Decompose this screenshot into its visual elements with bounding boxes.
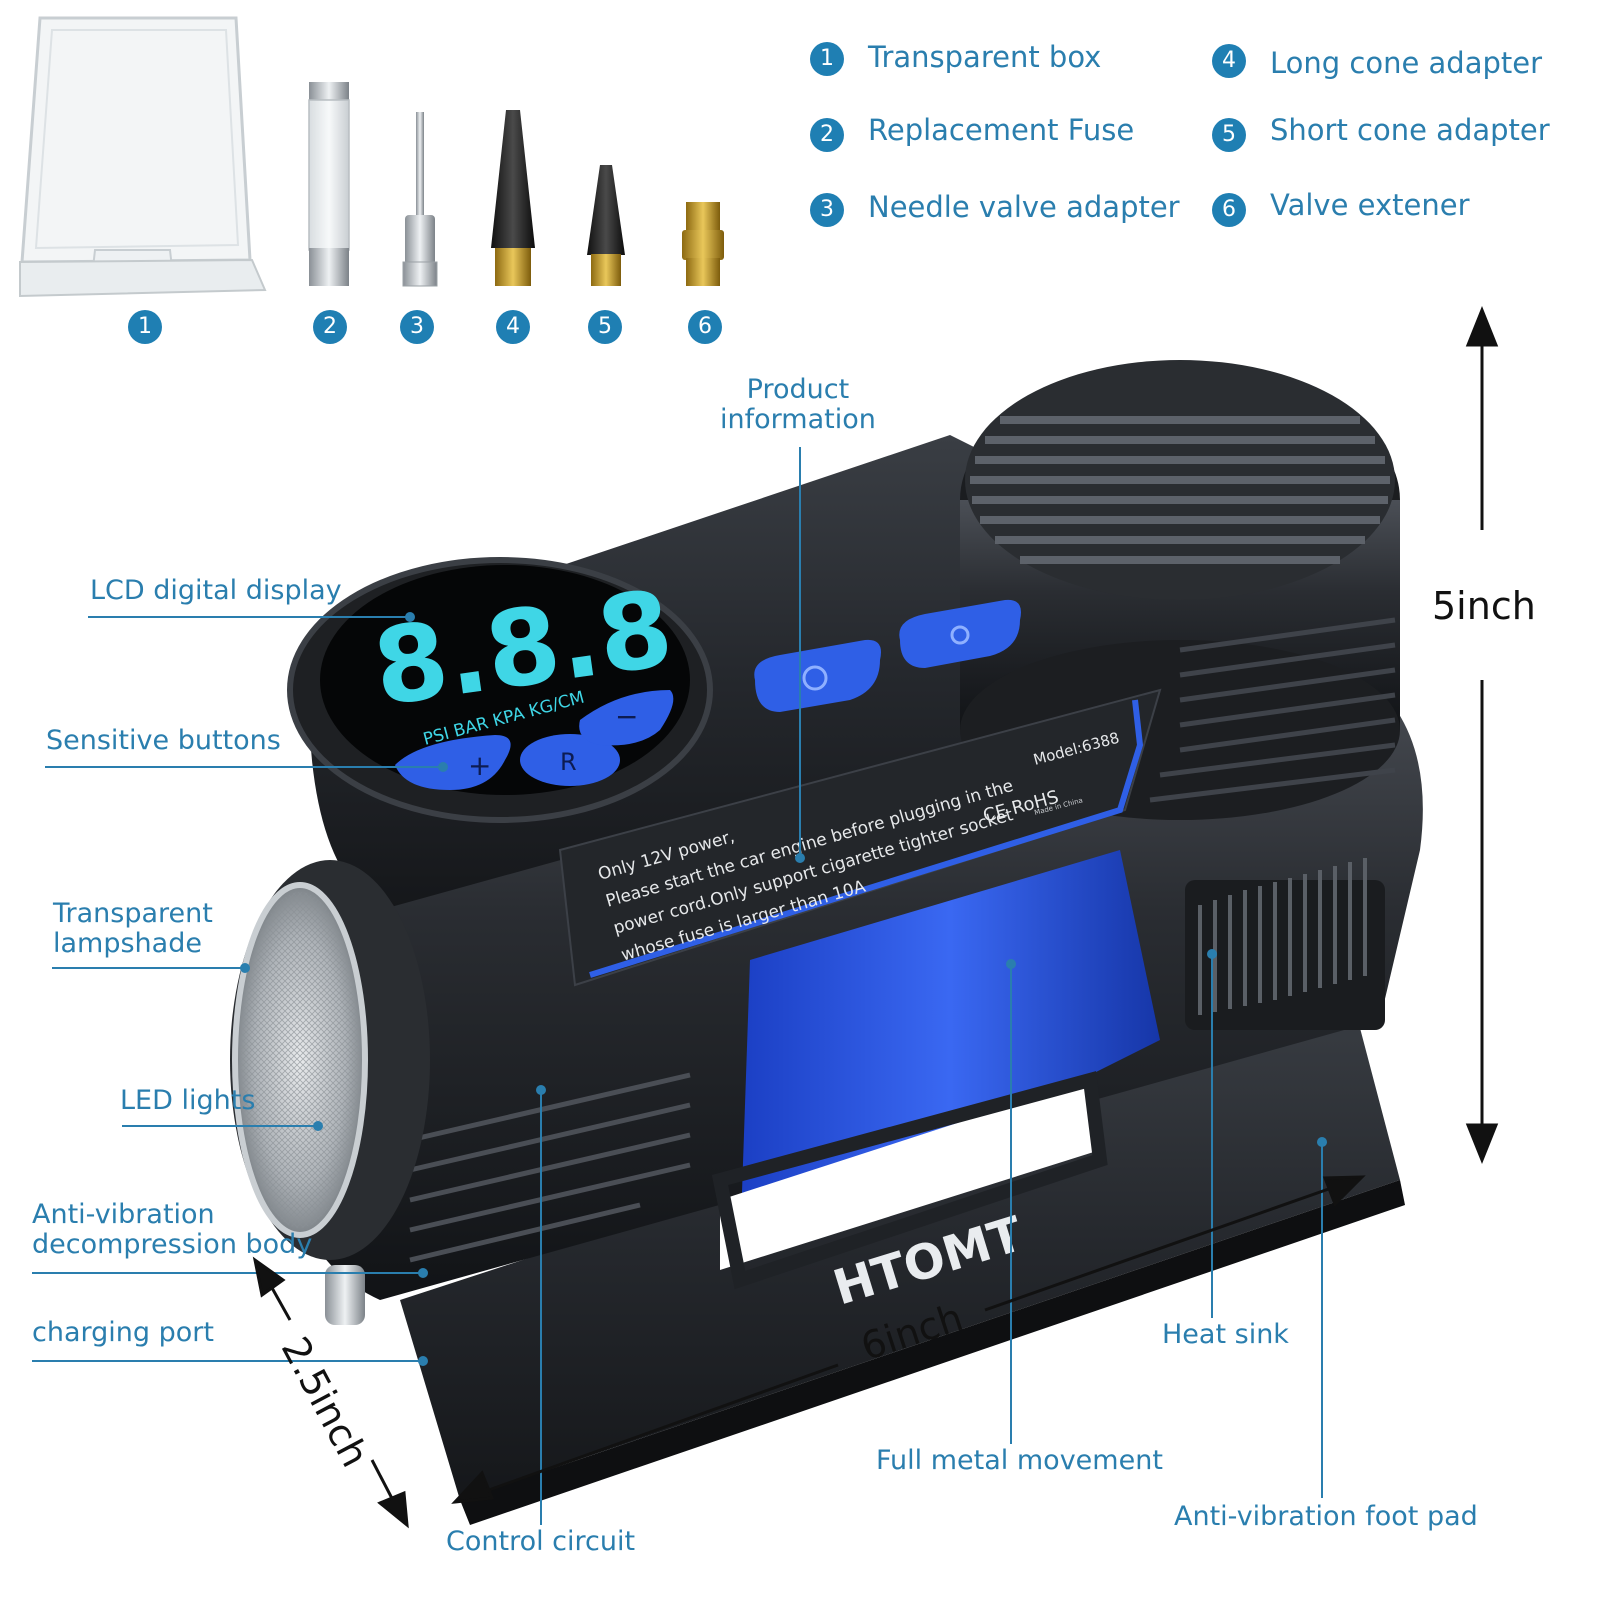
accessory-number-5: 5 [588,310,622,344]
legend-label-3: Needle valve adapter [868,190,1180,224]
svg-text:+: + [468,749,491,782]
short-cone-icon [587,165,625,286]
legend-badge-6: 6 [1212,193,1246,227]
anti-vibration-foot-pad [400,990,1400,1500]
light-button[interactable] [899,599,1021,668]
cylinder-head [960,360,1400,820]
legend-badge-1: 1 [810,42,844,76]
needle-valve-icon [402,112,438,287]
legend-badge-5: 5 [1212,118,1246,152]
legend-label-5: Short cone adapter [1270,113,1550,147]
legend-label-4: Long cone adapter [1270,46,1543,80]
callout-lines [32,447,1327,1525]
reset-button[interactable]: R [520,734,620,786]
valve-extender-icon [682,202,724,286]
callout-charging-port: charging port [32,1317,214,1348]
legend-badge-2: 2 [810,118,844,152]
long-cone-icon [491,110,535,286]
callout-product-information: Product information [720,374,876,435]
accessory-number-3: 3 [400,310,434,344]
svg-text:−: − [615,700,638,733]
callout-anti-vibration-body: Anti-vibration decompression body [32,1199,313,1260]
callout-sensitive-buttons: Sensitive buttons [46,725,281,756]
callout-heat-sink: Heat sink [1162,1319,1289,1350]
callout-full-metal-movement: Full metal movement [876,1445,1163,1476]
charging-port [325,1265,365,1325]
legend-label-2: Replacement Fuse [868,113,1135,147]
fuse-icon [308,82,350,286]
transparent-box-icon [19,16,267,298]
dimension-height: 5inch [1432,584,1536,628]
legend-label-1: Transparent box [868,40,1102,74]
callout-control-circuit: Control circuit [446,1526,636,1557]
accessory-number-1: 1 [128,310,162,344]
legend-label-6: Valve extener [1270,188,1470,222]
legend-badge-4: 4 [1212,44,1246,78]
minus-button[interactable]: − [579,690,674,746]
led-lamp [230,860,430,1260]
callout-led-lights: LED lights [120,1085,256,1116]
heat-sink-icon [1185,858,1385,1030]
accessory-number-4: 4 [496,310,530,344]
accessories-row [19,16,724,298]
callout-anti-vibration-foot-pad: Anti-vibration foot pad [1174,1501,1478,1532]
side-fins [409,1072,691,1263]
plus-button[interactable]: + [395,735,511,790]
svg-text:R: R [560,748,577,776]
callout-lcd-display: LCD digital display [90,575,342,606]
accessory-number-6: 6 [688,310,722,344]
dimension-arrows [252,305,1499,1529]
legend-badge-3: 3 [810,193,844,227]
accessory-number-2: 2 [313,310,347,344]
callout-transparent-lampshade: Transparent lampshade [53,898,213,959]
power-button[interactable] [754,639,881,712]
